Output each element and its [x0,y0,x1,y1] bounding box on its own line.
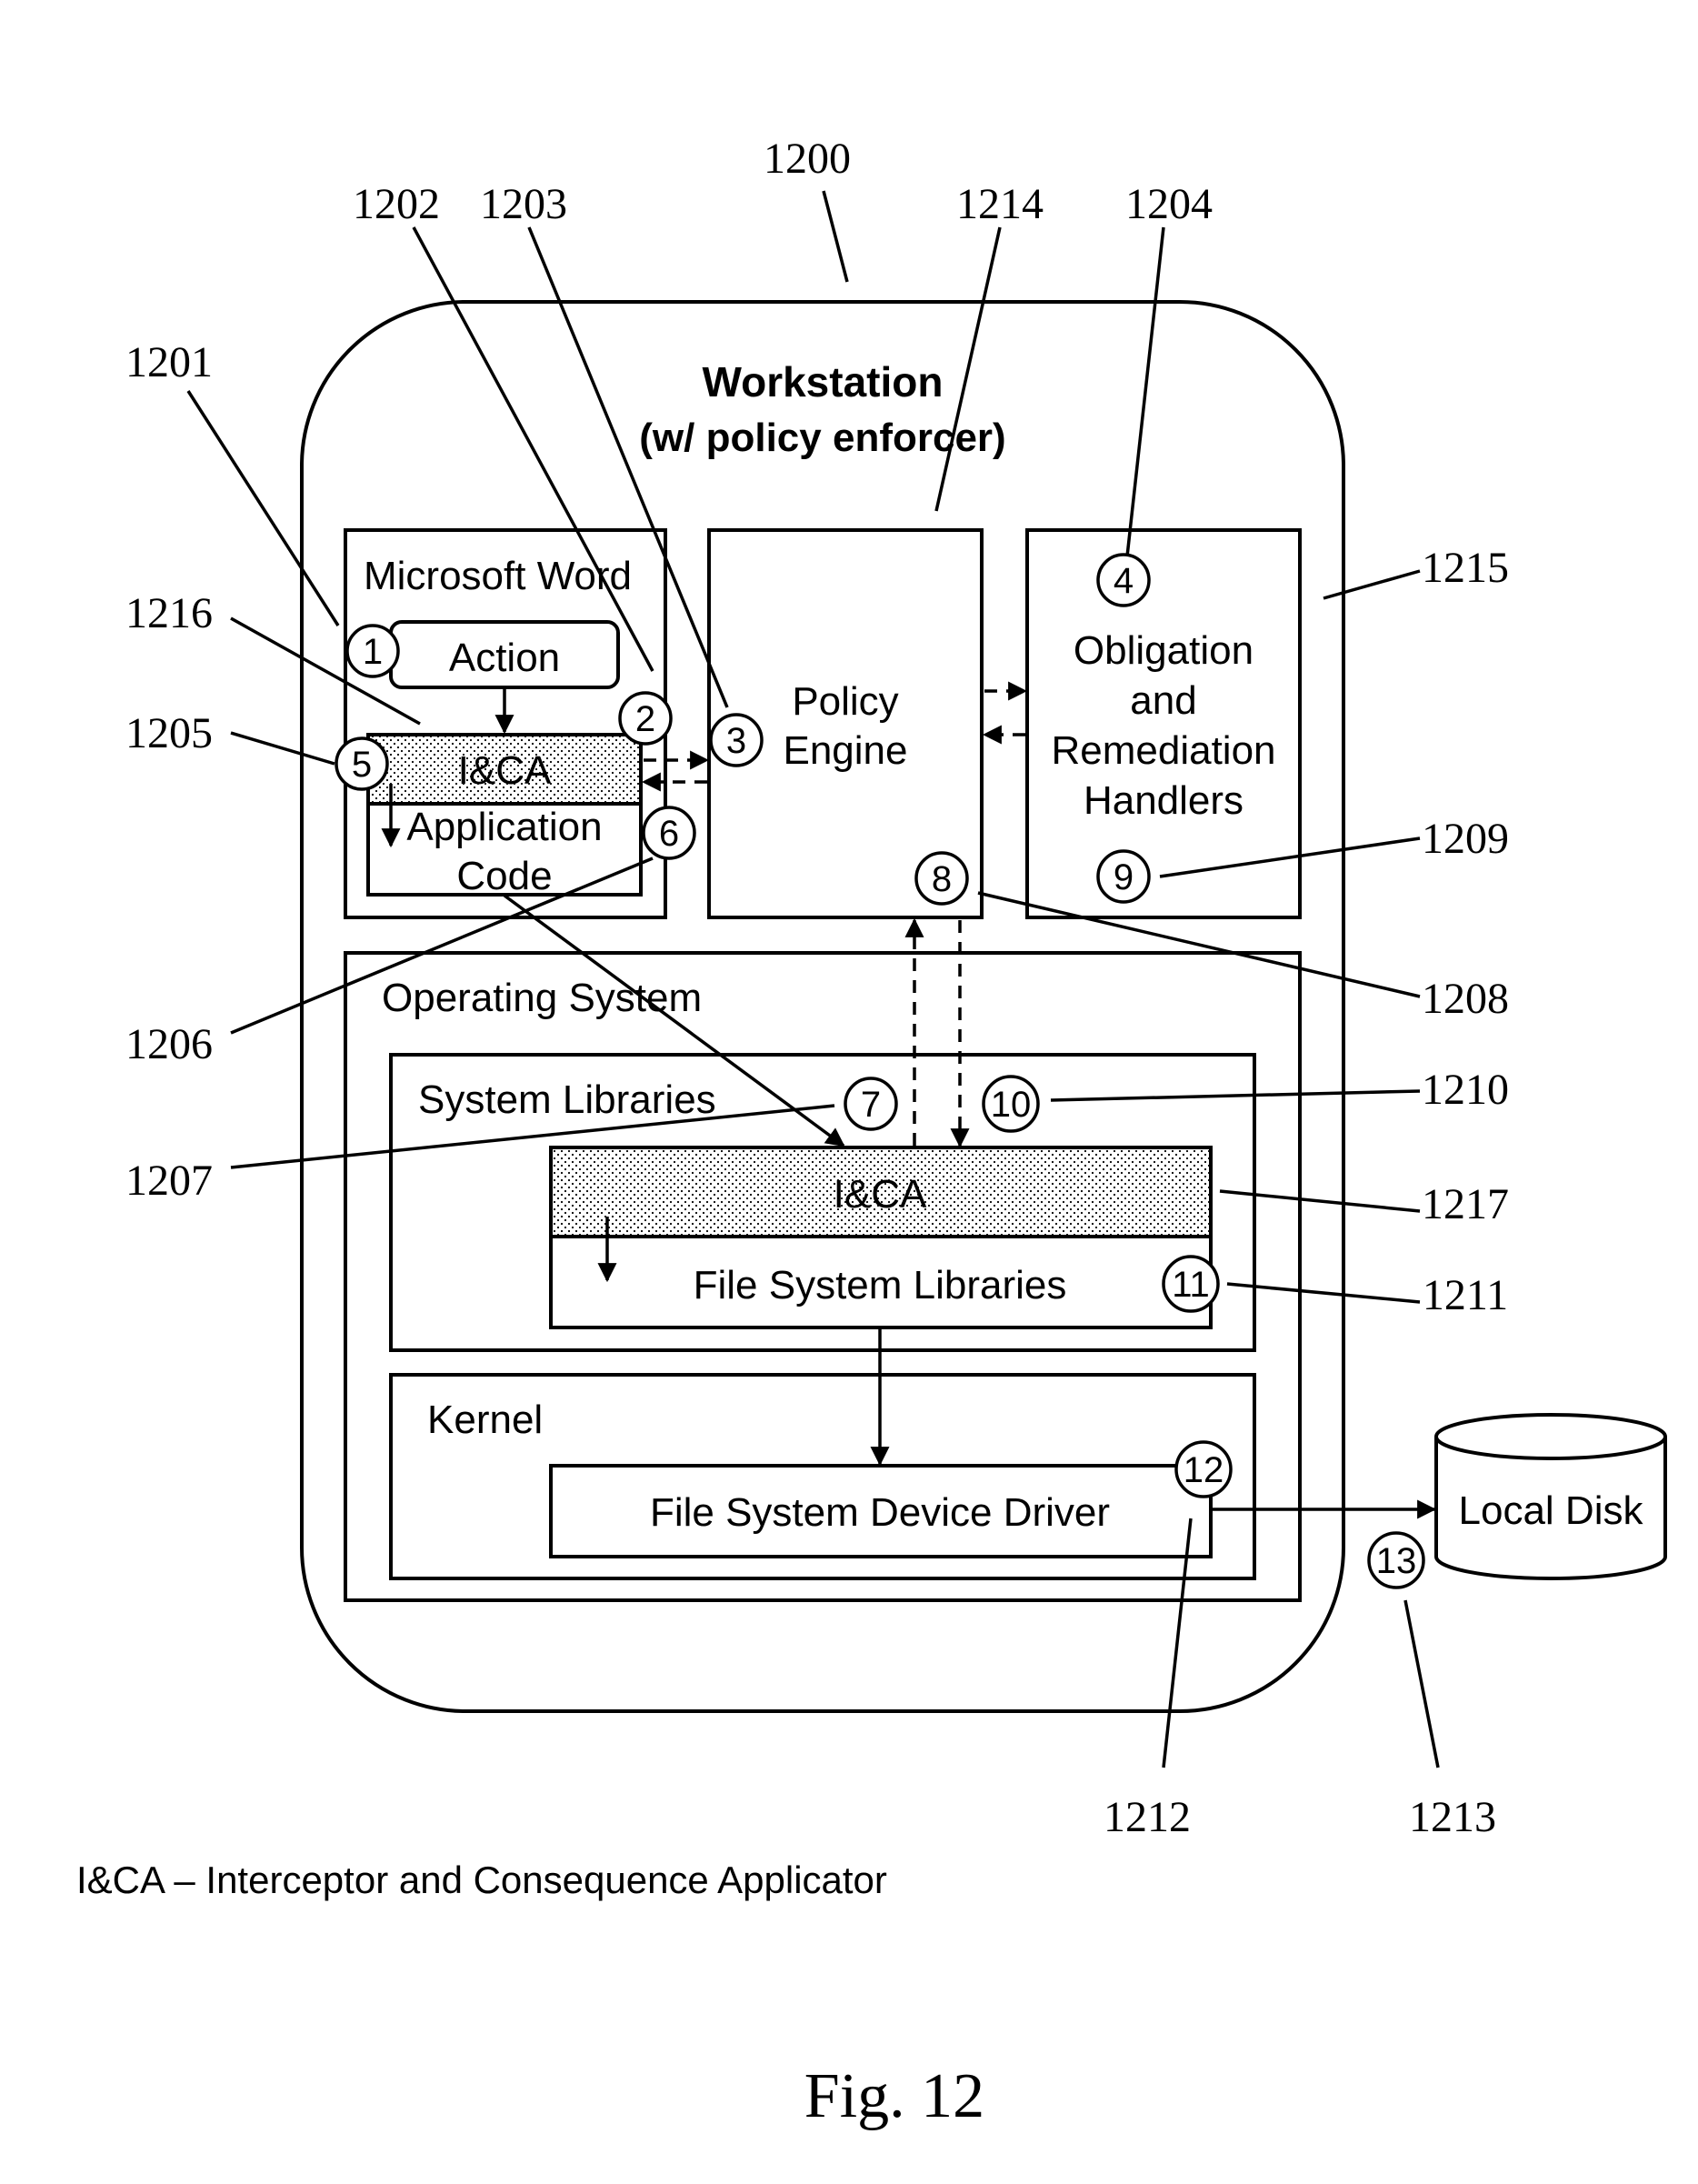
ref-1202: 1202 [353,180,440,228]
ica-lib-label: I&CA [834,1172,927,1217]
svg-text:10: 10 [991,1085,1032,1125]
svg-text:8: 8 [932,859,952,899]
svg-text:13: 13 [1376,1541,1417,1581]
step-10-marker: 10 [984,1077,1038,1131]
ref-1214: 1214 [956,180,1044,228]
handlers-label-3: Remediation [1051,728,1275,773]
workstation-title: Workstation [703,358,944,406]
step-1-marker: 1 [347,626,398,676]
step-12-marker: 12 [1176,1442,1231,1497]
workstation-subtitle: (w/ policy enforcer) [639,416,1005,460]
ref-1206: 1206 [125,1020,213,1068]
ica-app-label: I&CA [458,748,552,793]
svg-text:12: 12 [1184,1450,1224,1490]
step-4-marker: 4 [1098,555,1149,606]
step-11-marker: 11 [1164,1257,1218,1311]
file-system-libraries-label: File System Libraries [694,1263,1067,1307]
operating-system-label: Operating System [382,976,702,1020]
ref-1216: 1216 [125,589,213,637]
svg-text:5: 5 [352,745,372,785]
step-9-marker: 9 [1098,851,1149,902]
handlers-label-1: Obligation [1074,628,1254,673]
ref-1208: 1208 [1422,975,1509,1023]
svg-text:1: 1 [363,632,383,672]
svg-text:9: 9 [1114,857,1134,897]
ref-1204: 1204 [1125,180,1213,228]
handlers-box [1027,530,1300,917]
ref-1203: 1203 [480,180,567,228]
figure-legend: I&CA – Interceptor and Consequence Appli… [76,1858,887,1901]
step-7-marker: 7 [845,1078,896,1129]
local-disk-label: Local Disk [1459,1488,1644,1533]
ref-1211: 1211 [1423,1271,1508,1319]
figure-caption: Fig. 12 [804,2061,984,2131]
ref-1205: 1205 [125,709,213,757]
step-2-marker: 2 [620,693,671,744]
action-label: Action [449,636,560,680]
ref-1217: 1217 [1422,1180,1509,1228]
device-driver-label: File System Device Driver [650,1490,1110,1535]
ref-1215: 1215 [1422,544,1509,592]
ref-1212: 1212 [1104,1793,1191,1841]
system-libraries-label: System Libraries [418,1077,716,1122]
ref-1210: 1210 [1422,1066,1509,1114]
application-code-label-1: Application [406,805,602,849]
ref-1200: 1200 [764,135,851,183]
svg-text:3: 3 [726,721,746,761]
application-code-label-2: Code [456,854,552,898]
ref-1207: 1207 [125,1157,213,1205]
ref-1209: 1209 [1422,815,1509,863]
kernel-label: Kernel [427,1398,543,1442]
policy-engine-label-1: Policy [792,679,898,724]
svg-text:6: 6 [659,814,679,854]
svg-text:11: 11 [1172,1265,1210,1305]
step-3-marker: 3 [711,715,762,766]
handlers-label-2: and [1130,678,1196,723]
step-5-marker: 5 [336,738,387,789]
ref-1201: 1201 [125,338,213,386]
step-6-marker: 6 [644,807,694,858]
handlers-label-4: Handlers [1084,778,1244,823]
step-13-marker: 13 [1369,1533,1423,1588]
svg-text:7: 7 [861,1085,881,1125]
policy-engine-label-2: Engine [783,728,907,773]
svg-text:4: 4 [1114,561,1134,601]
svg-text:2: 2 [635,699,655,739]
step-8-marker: 8 [916,853,967,904]
ref-1213: 1213 [1409,1793,1496,1841]
